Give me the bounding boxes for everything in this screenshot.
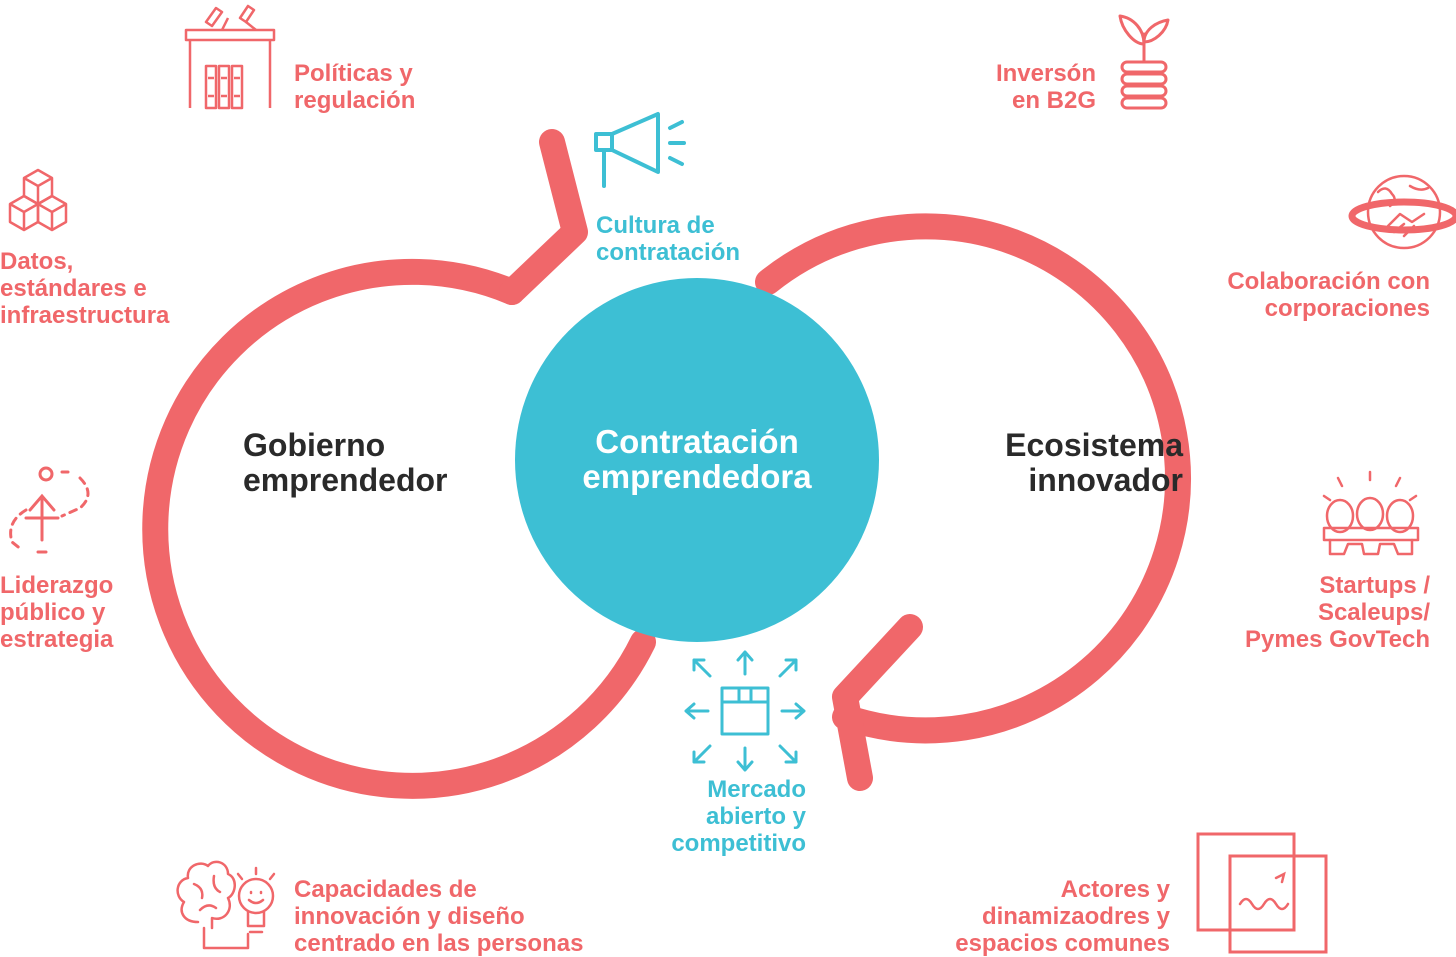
left-loop-arrowhead [499, 129, 588, 305]
left-item-capacidades: Capacidades de innovación y diseño centr… [294, 876, 584, 957]
cubes-icon [8, 168, 68, 232]
box-arrows-icon [684, 650, 806, 772]
right-loop-label: Ecosistema innovador [1005, 427, 1183, 498]
left-item-politicas: Políticas y regulación [294, 60, 416, 114]
overlapping-squares-icon [1196, 832, 1328, 954]
megaphone-icon [594, 112, 686, 188]
center-circle [515, 278, 879, 642]
left-loop-label: Gobierno emprendedor [243, 427, 448, 498]
top-connector-label: Cultura de contratación [596, 212, 741, 266]
right-loop-arrowhead [832, 614, 923, 791]
right-item-inversion: Inversón en B2G [995, 60, 1096, 114]
podium-icon [184, 4, 276, 110]
plant-coins-icon [1118, 14, 1170, 110]
eggs-tray-icon [1322, 470, 1420, 556]
globe-handshake-icon [1348, 174, 1456, 250]
left-item-liderazgo: Liderazgo público y estrategia [0, 572, 114, 653]
right-item-startups: Startups / Scaleups/ Pymes GovTech [1245, 572, 1430, 653]
center-label: Contratación emprendedora [582, 423, 812, 495]
right-item-actores: Actores y dinamizaodres y espacios comun… [955, 876, 1170, 957]
bottom-connector-label: Mercado abierto y competitivo [671, 776, 806, 857]
left-item-datos: Datos, estándares e infraestructura [0, 248, 170, 329]
left-loop-arc [142, 258, 656, 799]
brain-lightbulb-icon [176, 860, 276, 950]
right-item-colaboracion: Colaboración con corporaciones [1227, 268, 1430, 322]
strategy-arrow-icon [9, 466, 90, 554]
right-loop-arc [755, 213, 1191, 744]
